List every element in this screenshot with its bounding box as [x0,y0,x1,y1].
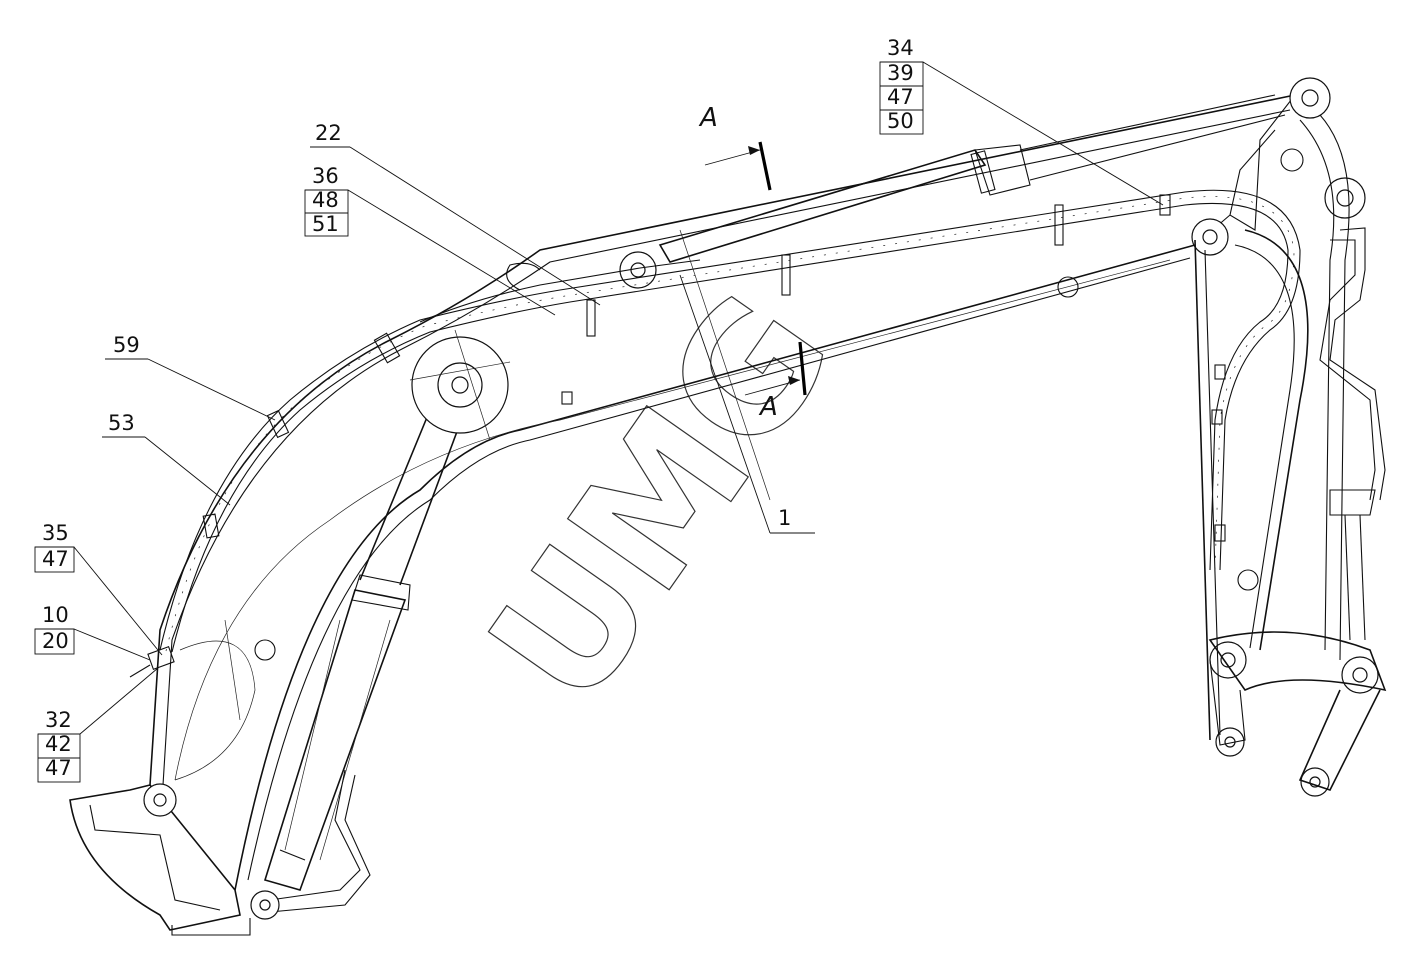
svg-text:32: 32 [45,708,72,732]
svg-text:47: 47 [42,547,69,571]
section-marker-lower: A [744,341,807,422]
svg-text:50: 50 [887,109,914,133]
callout-36-48-51: 36 48 51 [304,164,556,316]
svg-text:59: 59 [113,333,140,357]
svg-text:A: A [698,103,718,133]
callout-34-39-47-50: 34 39 47 50 [879,36,1164,206]
svg-text:48: 48 [312,188,339,212]
svg-text:35: 35 [42,521,69,545]
boom-cylinder [263,409,466,913]
callout-53: 53 [102,411,231,506]
boom-body [69,94,1296,936]
svg-text:39: 39 [887,61,914,85]
svg-text:47: 47 [45,756,72,780]
svg-text:UMG: UMG [452,260,870,740]
hose-routing [159,189,1301,653]
callout-59: 59 [105,333,276,421]
svg-text:1: 1 [778,506,791,530]
svg-text:47: 47 [887,85,914,109]
arm-stick [1194,114,1387,791]
watermark: UMG [452,259,872,740]
section-marker-upper: A [698,103,772,191]
pin-joints [143,77,1379,920]
svg-text:20: 20 [42,629,69,653]
svg-text:53: 53 [108,411,135,435]
callout-35-47: 35 47 [34,521,163,656]
centerlines [224,229,771,721]
svg-text:22: 22 [315,121,342,145]
callout-22: 22 [310,121,601,306]
svg-text:36: 36 [312,164,339,188]
callout-1: 1 [679,274,815,534]
svg-text:34: 34 [887,36,914,60]
svg-text:A: A [758,392,778,422]
callout-10-20: 10 20 [34,603,151,661]
arm-cylinder [658,94,1286,263]
svg-text:51: 51 [312,212,339,236]
callout-32-42-47: 32 42 47 [37,667,159,783]
svg-text:10: 10 [42,603,69,627]
svg-text:42: 42 [45,732,72,756]
